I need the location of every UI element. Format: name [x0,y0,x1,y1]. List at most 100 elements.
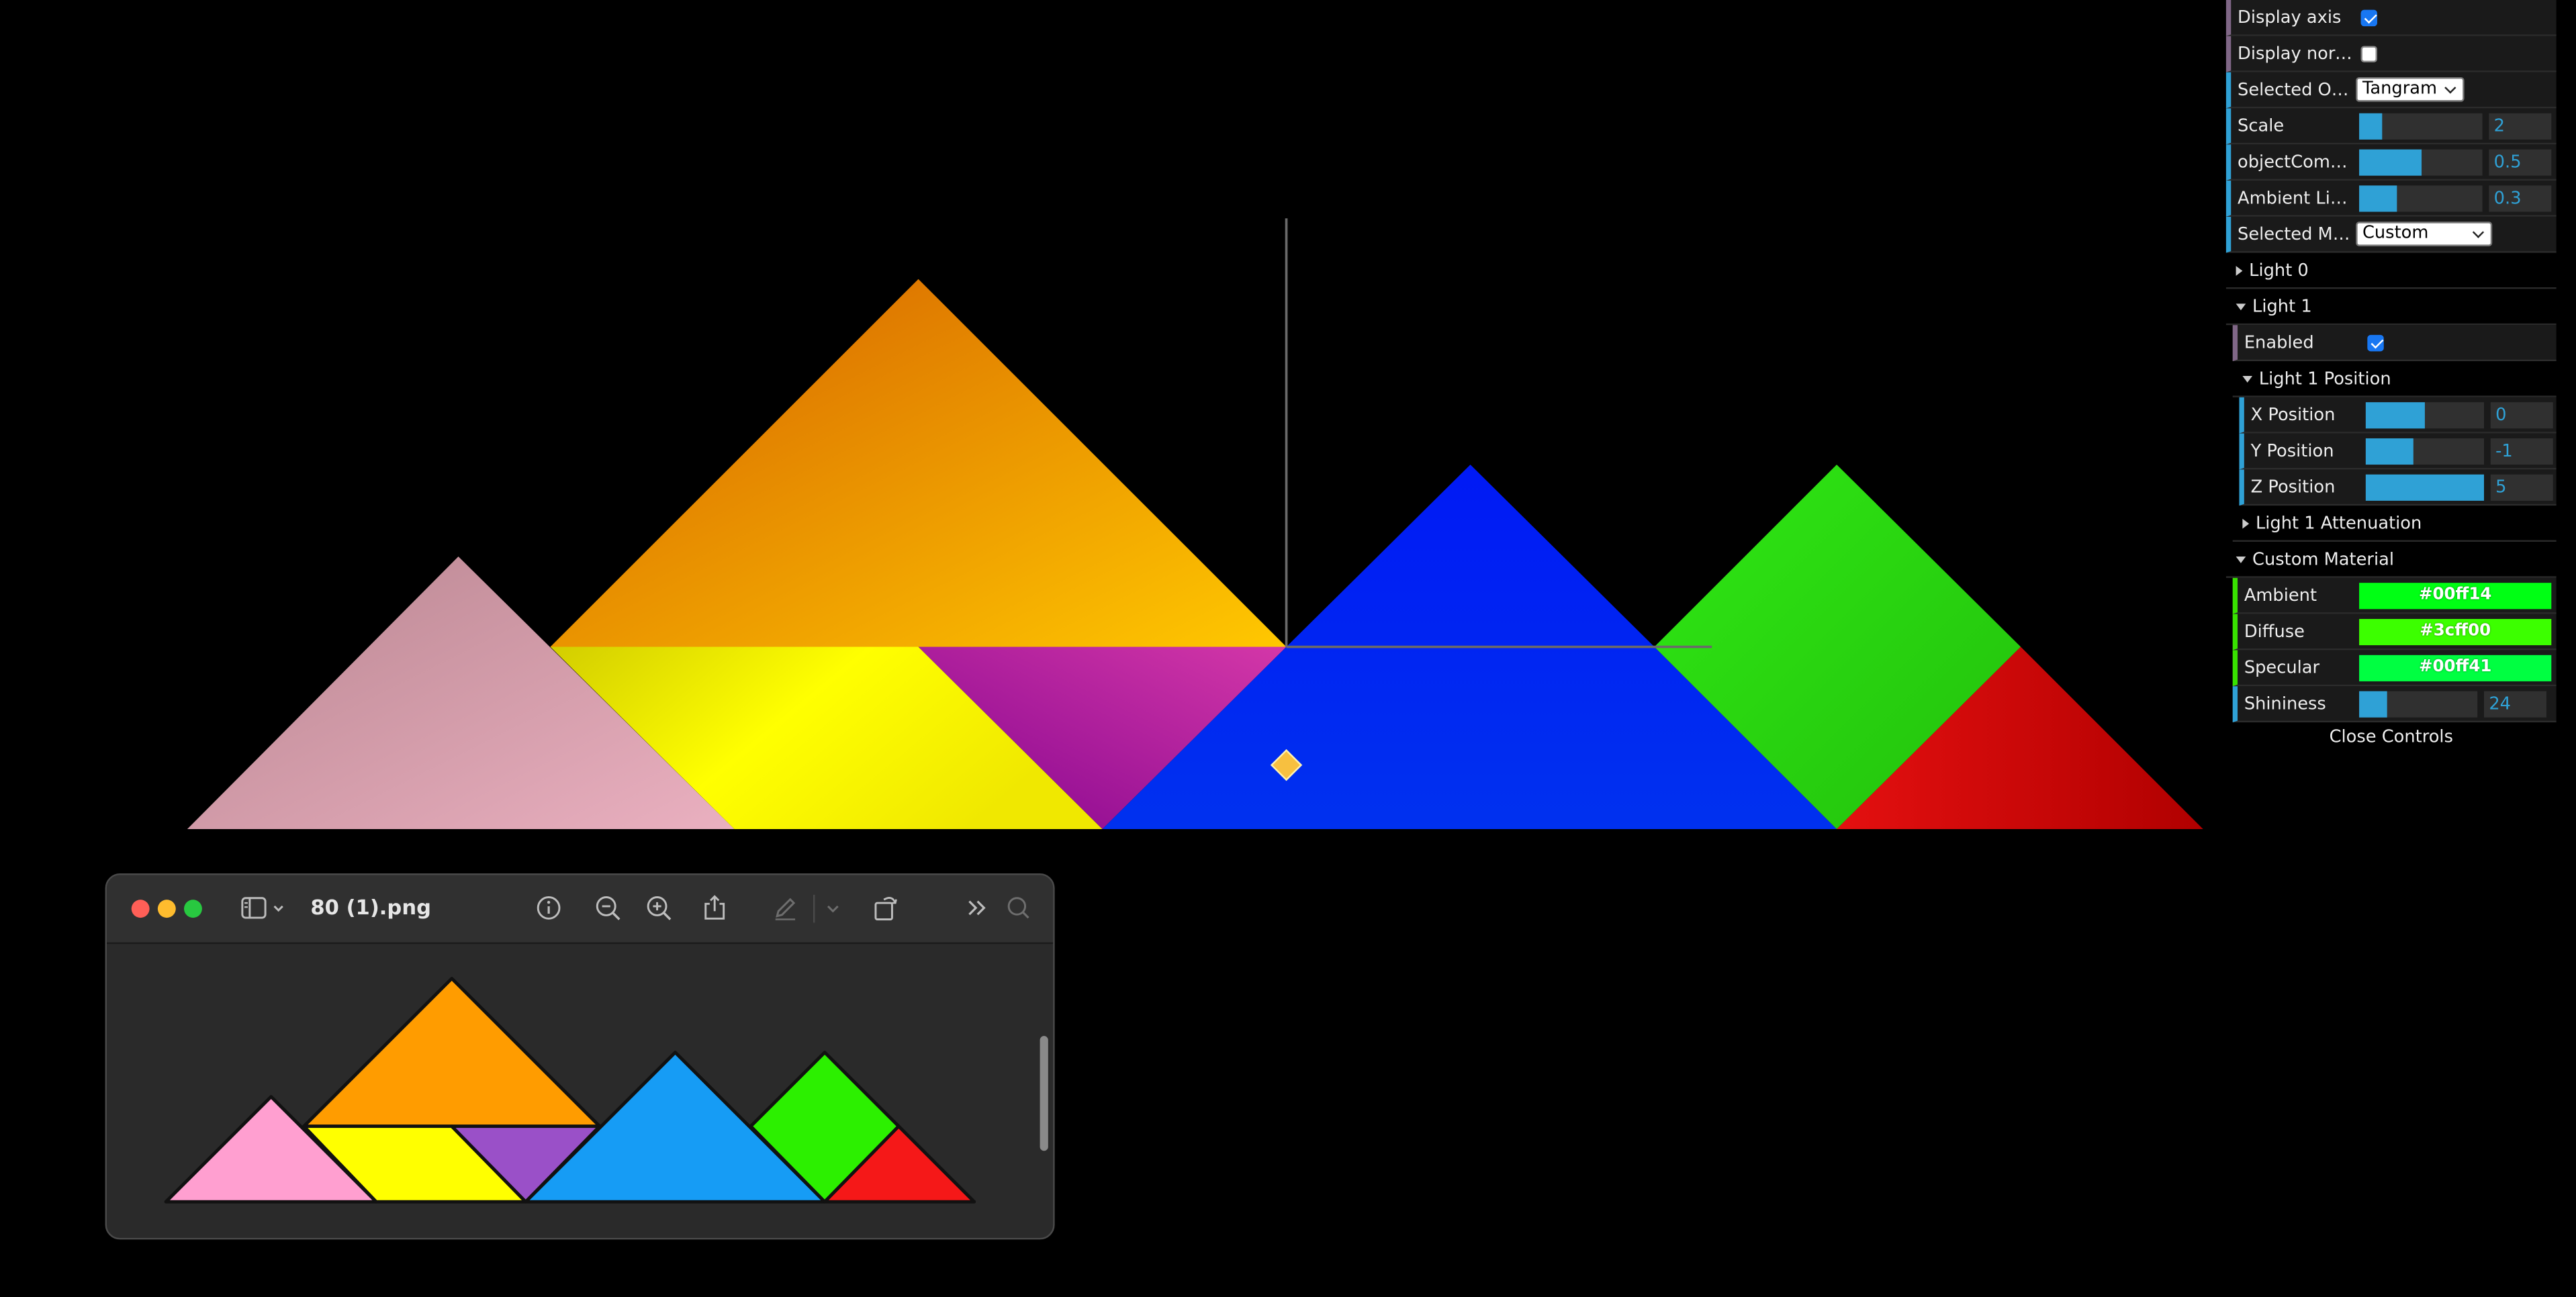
purple-triangle [918,646,1287,830]
folder-light-1-title: Light 1 [2252,296,2312,316]
light1-enabled-row: Enabled [2232,325,2557,362]
object-complexity-slider[interactable] [2359,148,2483,175]
zoom-window-icon[interactable] [184,900,202,918]
red-triangle [1837,646,2203,830]
ref-red-triangle [823,1124,976,1204]
reference-image [164,977,976,1204]
selected-object-row: Selected Object Tangram [2225,72,2557,109]
minimize-window-icon[interactable] [157,900,176,918]
y-position-slider[interactable] [2365,437,2485,464]
more-chevrons-icon[interactable] [963,893,993,922]
x-position-input[interactable]: 0 [2490,401,2553,428]
ref-pink-triangle [164,1095,378,1204]
ambient-light-row: Ambient Light 0.3 [2225,181,2557,217]
scale-label: Scale [2238,115,2285,136]
folder-light1-position-title: Light 1 Position [2258,369,2391,389]
z-position-slider[interactable] [2365,473,2485,500]
folder-custom-material[interactable]: Custom Material [2225,542,2557,578]
display-axis-checkbox[interactable] [2360,9,2377,26]
z-position-label: Z Position [2250,477,2336,497]
y-position-row: Y Position -1 [2239,433,2557,470]
preview-title: 80 (1).png [310,894,431,920]
ambient-color-label: Ambient [2244,585,2317,606]
folder-light1-attenuation-title: Light 1 Attenuation [2255,513,2422,533]
expanded-arrow-icon [2236,303,2246,309]
ambient-color-swatch[interactable]: #00ff14 [2359,581,2552,609]
selected-object-label: Selected Object [2238,79,2356,99]
shininess-input[interactable]: 24 [2484,690,2546,717]
folder-light-1[interactable]: Light 1 [2225,289,2557,326]
expanded-arrow-icon [2242,375,2253,382]
preview-toolbar: 80 (1).png [107,875,1054,945]
zoom-out-icon[interactable] [593,893,623,922]
folder-custom-material-title: Custom Material [2252,549,2395,569]
folder-light1-position[interactable]: Light 1 Position [2232,361,2557,397]
light1-enabled-checkbox[interactable] [2367,334,2384,351]
ambient-color-row: Ambient #00ff14 [2232,577,2557,614]
search-icon[interactable] [1004,893,1033,922]
display-normals-row: Display normals [2225,36,2557,73]
expanded-arrow-icon [2236,555,2246,563]
chevron-down-icon[interactable] [825,893,841,922]
zoom-in-icon[interactable] [644,893,674,922]
collapsed-arrow-icon [2236,265,2243,275]
toolbar-divider [813,894,815,923]
scale-row: Scale 2 [2225,108,2557,145]
diffuse-color-swatch[interactable]: #3cff00 [2359,618,2552,644]
y-position-label: Y Position [2250,440,2334,461]
object-complexity-label: objectComplex... [2238,152,2356,172]
preview-window: 80 (1).png [105,873,1055,1240]
ambient-light-label: Ambient Light [2238,188,2356,208]
selected-material-label: Selected Material [2238,224,2356,244]
ambient-light-input[interactable]: 0.3 [2489,185,2552,211]
display-normals-checkbox[interactable] [2360,45,2377,62]
ambient-light-slider[interactable] [2359,185,2483,211]
shininess-row: Shininess 24 [2232,686,2557,723]
close-window-icon[interactable] [131,900,150,918]
info-icon[interactable] [534,893,563,922]
orange-triangle [550,279,1287,647]
close-controls-button[interactable]: Close Controls [2225,722,2557,753]
collapsed-arrow-icon [2242,518,2250,528]
specular-color-row: Specular #00ff41 [2232,650,2557,687]
shininess-label: Shininess [2244,693,2326,714]
y-position-input[interactable]: -1 [2490,437,2553,464]
selected-object-select[interactable]: Tangram [2356,77,2465,102]
object-complexity-row: objectComplex... 0.5 [2225,144,2557,181]
x-position-label: X Position [2250,404,2336,425]
light-marker-icon [1270,749,1303,781]
rotate-icon[interactable] [871,893,901,922]
markup-pen-icon[interactable] [770,893,800,922]
green-square [1654,465,2021,830]
preview-scrollbar[interactable] [1037,944,1052,1235]
light1-enabled-label: Enabled [2244,332,2314,352]
folder-light-0-title: Light 0 [2249,260,2309,280]
sidebar-toggle-icon[interactable] [240,893,286,922]
display-axis-label: Display axis [2238,7,2342,28]
display-normals-label: Display normals [2238,43,2356,64]
pink-triangle [187,557,735,830]
share-icon[interactable] [700,893,729,922]
specular-color-swatch[interactable]: #00ff41 [2359,654,2552,681]
display-axis-row: Display axis [2225,0,2557,36]
folder-light1-attenuation[interactable]: Light 1 Attenuation [2232,506,2557,542]
diffuse-color-label: Diffuse [2244,621,2305,641]
shininess-slider[interactable] [2359,690,2478,717]
scale-slider[interactable] [2359,112,2483,139]
folder-light-0[interactable]: Light 0 [2225,252,2557,289]
x-position-slider[interactable] [2365,401,2485,428]
controls-panel: Display axis Display normals Selected Ob… [2225,0,2557,753]
x-position-row: X Position 0 [2239,397,2557,434]
selected-material-row: Selected Material Custom [2225,216,2557,253]
preview-scrollbar-thumb[interactable] [1040,1036,1048,1151]
z-position-row: Z Position 5 [2239,469,2557,506]
diffuse-color-row: Diffuse #3cff00 [2232,614,2557,651]
ref-orange-triangle [302,977,602,1128]
specular-color-label: Specular [2244,657,2320,677]
scale-input[interactable]: 2 [2489,112,2552,139]
z-position-input[interactable]: 5 [2490,473,2553,500]
object-complexity-input[interactable]: 0.5 [2489,148,2552,175]
selected-material-select[interactable]: Custom [2356,222,2493,246]
